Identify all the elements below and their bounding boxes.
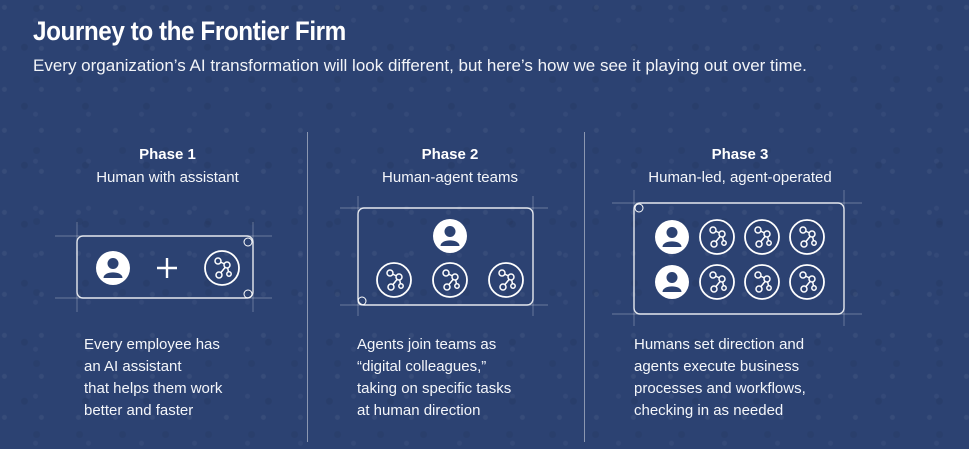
- phase-1-description: Every employee has an AI assistant that …: [84, 334, 222, 422]
- description-line: better and faster: [84, 402, 194, 419]
- phase-1-frame: [55, 222, 272, 312]
- phase-1-name: Phase 1: [139, 146, 196, 163]
- page-title: Journey to the Frontier Firm: [33, 16, 346, 46]
- phase-2-header: Phase 2 Human-agent teams: [335, 145, 565, 188]
- description-line: Agents join teams as: [357, 336, 497, 353]
- phase-3-header: Phase 3 Human-led, agent-operated: [615, 145, 865, 188]
- description-line: that helps them work: [84, 380, 223, 397]
- agent-network-icon: [744, 219, 780, 255]
- description-line: Humans set direction and: [634, 336, 805, 353]
- description-line: “digital colleagues,”: [357, 358, 487, 375]
- person-icon: [655, 265, 689, 299]
- agent-network-icon: [432, 262, 468, 298]
- phase-1-header: Phase 1 Human with assistant: [60, 145, 275, 188]
- agent-network-icon: [376, 262, 412, 298]
- phase-1-label: Human with assistant: [96, 169, 239, 186]
- column-divider-1: [307, 132, 308, 442]
- agent-network-icon: [744, 264, 780, 300]
- description-line: at human direction: [357, 402, 481, 419]
- person-icon: [655, 220, 689, 254]
- plus-icon: [157, 258, 177, 278]
- agent-network-icon: [488, 262, 524, 298]
- phase-2-description: Agents join teams as “digital colleagues…: [357, 334, 511, 422]
- phase-2-label: Human-agent teams: [382, 169, 518, 186]
- page-subtitle: Every organization’s AI transformation w…: [33, 56, 807, 75]
- phase-2-name: Phase 2: [421, 146, 479, 163]
- person-icon: [433, 219, 467, 253]
- description-line: checking in as needed: [634, 402, 784, 419]
- agent-network-icon: [204, 250, 240, 286]
- phase-3-name: Phase 3: [711, 146, 769, 163]
- column-divider-2: [584, 132, 585, 442]
- agent-network-icon: [699, 219, 735, 255]
- description-line: taking on specific tasks: [357, 380, 512, 397]
- phase-3-description: Humans set direction and agents execute …: [634, 334, 806, 422]
- phase-2-frame: [340, 196, 548, 316]
- phase-3-frame: [612, 190, 862, 326]
- agent-network-icon: [789, 264, 825, 300]
- description-line: an AI assistant: [84, 358, 182, 375]
- description-line: agents execute business: [634, 358, 800, 375]
- description-line: processes and workflows,: [634, 380, 806, 397]
- description-line: Every employee has: [84, 336, 220, 353]
- agent-network-icon: [699, 264, 735, 300]
- phase-3-label: Human-led, agent-operated: [648, 169, 832, 186]
- agent-network-icon: [789, 219, 825, 255]
- person-icon: [96, 251, 130, 285]
